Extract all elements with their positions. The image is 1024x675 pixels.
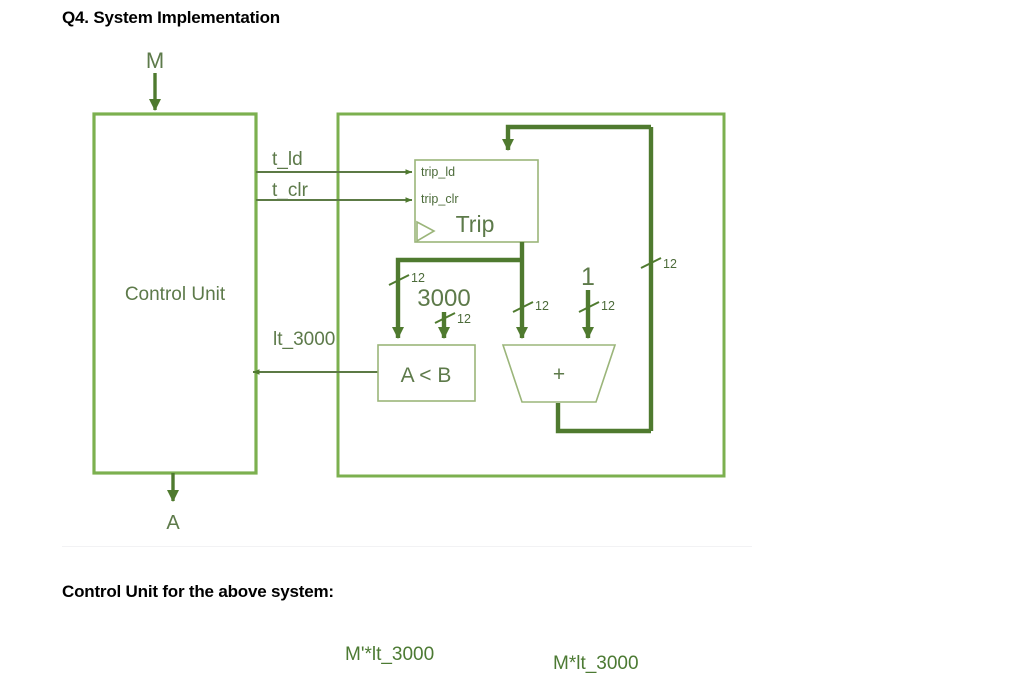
t-clr-label: t_clr (272, 180, 309, 201)
clock-input-icon (416, 220, 436, 243)
m-input-label: M (146, 48, 164, 73)
control-unit-block: Control Unit (92, 112, 258, 475)
constant-3000-group: 3000 12 (417, 285, 471, 339)
cmp-b-width-tick (434, 312, 456, 324)
transition-term-2: M*lt_3000 (553, 653, 639, 674)
control-unit-box (92, 112, 258, 475)
add-a-width-label: 12 (535, 299, 549, 313)
a-output-arrow-group: A (166, 473, 180, 534)
signal-t-ld-group: t_ld (256, 149, 413, 175)
lt-3000-label: lt_3000 (273, 329, 335, 350)
feedback-into-trip (502, 124, 651, 151)
adder-block: + (501, 344, 617, 403)
control-unit-label: Control Unit (125, 284, 226, 305)
comparator-block: A < B (377, 344, 476, 402)
a-output-label: A (166, 512, 180, 534)
trip-clr-port-label: trip_clr (421, 192, 459, 206)
comparator-box (377, 344, 476, 402)
cmp-b-width-label: 12 (457, 312, 471, 326)
constant-3000-label: 3000 (417, 285, 470, 312)
cmp-a-width-label: 12 (411, 271, 425, 285)
trip-register-name: Trip (456, 211, 495, 237)
trip-to-comparator-wire (392, 257, 522, 339)
t-ld-label: t_ld (272, 149, 303, 170)
add-b-width-label: 12 (601, 299, 615, 313)
add-a-width-tick (512, 301, 534, 313)
trip-ld-port-label: trip_ld (421, 165, 455, 179)
feedback-bus: 12 (502, 124, 677, 434)
cmp-a-width-tick (388, 274, 410, 286)
feedback-width-label: 12 (663, 257, 677, 271)
signal-t-clr-group: t_clr (256, 180, 413, 203)
add-b-width-tick (578, 301, 600, 313)
feedback-width-tick (640, 257, 662, 269)
adder-output-wire (555, 403, 651, 434)
control-unit-subheading: Control Unit for the above system: (62, 582, 334, 601)
adder-label: + (553, 363, 565, 386)
transition-term-1: M'*lt_3000 (345, 644, 435, 665)
trip-register-box (414, 159, 539, 243)
constant-1-label: 1 (581, 263, 595, 291)
page-title: Q4. System Implementation (62, 8, 280, 27)
comparator-label: A < B (401, 364, 452, 387)
adder-shape (501, 344, 617, 403)
trip-register: trip_ld trip_clr Trip (414, 159, 539, 243)
trip-output-bus: 12 12 (388, 242, 549, 339)
page-separator-rule (62, 546, 752, 547)
m-input-arrow-group: M (146, 48, 164, 111)
constant-1-group: 1 12 (578, 263, 615, 339)
